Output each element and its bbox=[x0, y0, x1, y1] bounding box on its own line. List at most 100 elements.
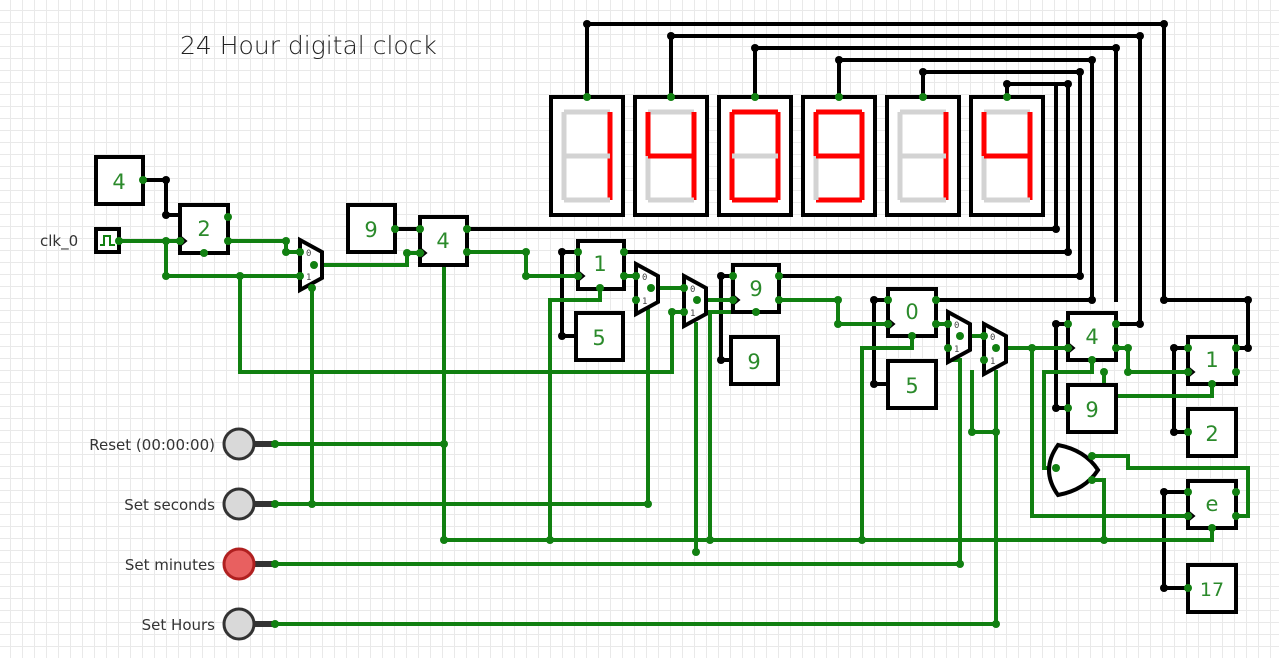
junction-dot bbox=[1088, 452, 1096, 460]
input-label: Reset (00:00:00) bbox=[89, 436, 215, 454]
junction-dot bbox=[620, 248, 628, 256]
junction-dot bbox=[1064, 404, 1072, 412]
junction-dot bbox=[546, 536, 554, 544]
svg-text:e: e bbox=[1206, 492, 1219, 516]
counter-seconds-tens[interactable]: 1 bbox=[576, 239, 626, 291]
junction-dot bbox=[870, 296, 878, 304]
constant-box[interactable]: 9 bbox=[729, 335, 780, 386]
seven-segment-display bbox=[801, 93, 877, 217]
junction-dot bbox=[115, 237, 123, 245]
junction-dot bbox=[162, 176, 170, 184]
input-label: Set seconds bbox=[124, 496, 215, 514]
junction-dot bbox=[416, 249, 424, 257]
constant-box[interactable]: 4 bbox=[94, 155, 145, 206]
junction-dot bbox=[1088, 296, 1096, 304]
junction-dot bbox=[980, 356, 988, 364]
constant-box[interactable]: 9 bbox=[346, 203, 397, 254]
junction-dot bbox=[1136, 32, 1144, 40]
junction-dot bbox=[835, 56, 843, 64]
junction-dot bbox=[310, 261, 318, 269]
display-pin bbox=[919, 93, 927, 101]
seven-segment-display bbox=[549, 93, 625, 217]
svg-text:1: 1 bbox=[1205, 348, 1218, 372]
input-toggle-0[interactable]: Reset (00:00:00) bbox=[89, 427, 279, 461]
junction-dot bbox=[692, 548, 700, 556]
svg-text:4: 4 bbox=[1085, 325, 1098, 349]
junction-dot bbox=[944, 320, 952, 328]
counter-hours-tens[interactable]: 1 bbox=[1186, 335, 1238, 386]
junction-dot bbox=[200, 249, 208, 257]
junction-dot bbox=[1244, 296, 1252, 304]
junction-dot bbox=[1160, 20, 1168, 28]
input-toggle-3[interactable]: Set Hours bbox=[142, 607, 279, 641]
counter-extra[interactable]: e bbox=[1186, 479, 1238, 530]
clock-label: clk_0 bbox=[40, 232, 78, 251]
junction-dot bbox=[992, 428, 1000, 436]
mux-input-1-label: 1 bbox=[642, 297, 647, 307]
junction-dot bbox=[834, 296, 842, 304]
junction-dot bbox=[1064, 320, 1072, 328]
svg-text:2: 2 bbox=[197, 217, 210, 241]
svg-text:9: 9 bbox=[364, 218, 377, 242]
junction-dot bbox=[162, 211, 170, 219]
seven-segment-displays bbox=[549, 93, 1045, 217]
junction-dot bbox=[224, 237, 232, 245]
junction-dot bbox=[1184, 368, 1192, 376]
counter-minutes-ones[interactable]: 9 bbox=[731, 263, 781, 314]
junction-dot bbox=[176, 237, 184, 245]
junction-dot bbox=[884, 296, 892, 304]
seven-segment-display bbox=[969, 93, 1045, 217]
constant-box[interactable]: 9 bbox=[1066, 383, 1118, 434]
junction-dot bbox=[1112, 320, 1120, 328]
junction-dot bbox=[775, 272, 783, 280]
svg-text:0: 0 bbox=[905, 300, 918, 324]
junction-dot bbox=[632, 296, 640, 304]
mux-input-0-label: 0 bbox=[306, 249, 311, 259]
junction-dot bbox=[1052, 225, 1060, 233]
junction-dot bbox=[1088, 56, 1096, 64]
display-pin bbox=[751, 93, 759, 101]
junction-dot bbox=[858, 536, 866, 544]
junction-dot bbox=[932, 320, 940, 328]
junction-dot bbox=[667, 32, 675, 40]
square-wave-icon bbox=[100, 235, 115, 246]
seven-segment-display bbox=[717, 93, 793, 217]
junction-dot bbox=[296, 248, 304, 256]
seven-segment-display bbox=[633, 93, 709, 217]
input-toggle-2[interactable]: Set minutes bbox=[125, 547, 279, 581]
constant-box[interactable]: 17 bbox=[1186, 563, 1238, 614]
junction-dot bbox=[282, 248, 290, 256]
junction-dot bbox=[296, 272, 304, 280]
svg-text:17: 17 bbox=[1200, 579, 1224, 601]
input-label: Set minutes bbox=[125, 556, 215, 574]
constant-box[interactable]: 5 bbox=[574, 311, 625, 362]
input-toggle-1[interactable]: Set seconds bbox=[124, 487, 279, 521]
junction-dot bbox=[680, 284, 688, 292]
counter-seconds-ones[interactable]: 4 bbox=[418, 215, 469, 267]
counter-prescale[interactable]: 2 bbox=[178, 203, 230, 255]
junction-dot bbox=[706, 536, 714, 544]
junction-dot bbox=[1064, 248, 1072, 256]
svg-text:9: 9 bbox=[747, 350, 760, 374]
junction-dot bbox=[729, 296, 737, 304]
junction-dot bbox=[668, 308, 676, 316]
svg-text:1: 1 bbox=[593, 252, 606, 276]
junction-dot bbox=[632, 272, 640, 280]
junction-dot bbox=[1170, 344, 1178, 352]
counter-hours-ones[interactable]: 4 bbox=[1066, 311, 1118, 362]
mux-input-0-label: 0 bbox=[954, 321, 959, 331]
junction-dot bbox=[440, 536, 448, 544]
junction-dot bbox=[680, 308, 688, 316]
counter-minutes-tens[interactable]: 0 bbox=[886, 287, 938, 338]
mux-input-0-label: 0 bbox=[690, 285, 695, 295]
constant-box[interactable]: 2 bbox=[1186, 407, 1238, 458]
junction-dot bbox=[282, 237, 290, 245]
junction-dot bbox=[463, 225, 471, 233]
or-gate[interactable] bbox=[1047, 442, 1101, 498]
junction-dot bbox=[647, 284, 655, 292]
constant-box[interactable]: 5 bbox=[886, 359, 938, 410]
junction-dot bbox=[870, 380, 878, 388]
